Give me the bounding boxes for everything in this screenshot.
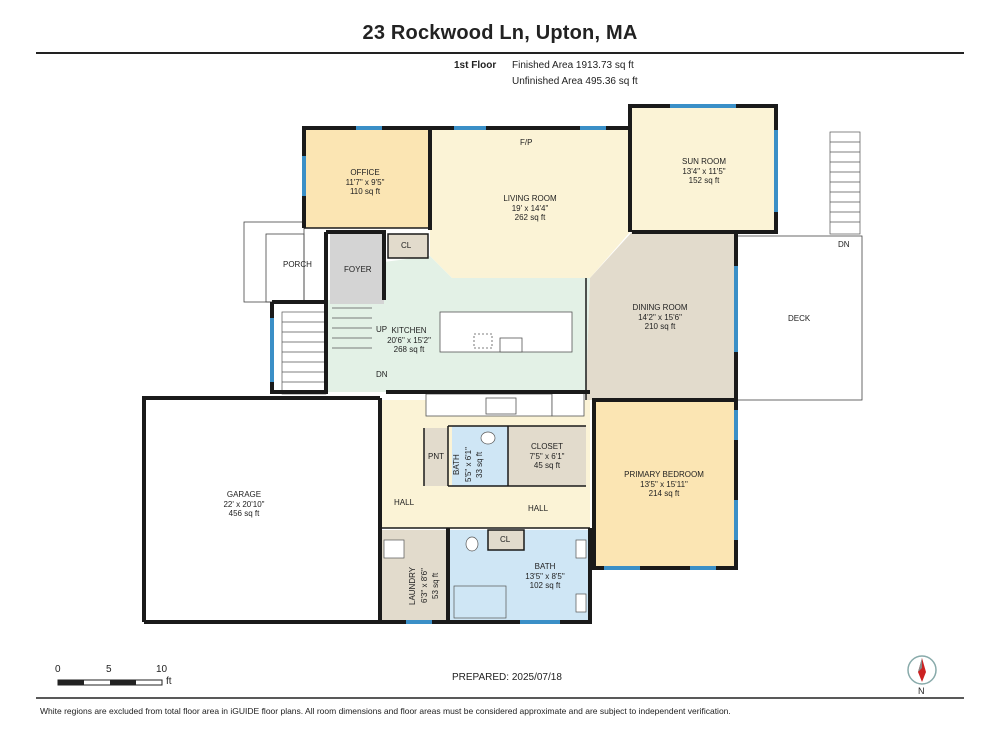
compass-north-label: N bbox=[918, 686, 925, 696]
fireplace-label: F/P bbox=[520, 138, 533, 147]
stairs-down-label: DN bbox=[376, 370, 388, 379]
room-sunroom-dims: 13'4" x 11'5" bbox=[682, 166, 726, 176]
room-laundry-area: 53 sq ft bbox=[431, 572, 440, 600]
room-office-name: OFFICE bbox=[350, 168, 380, 177]
room-office-dims: 11'7" x 9'5" bbox=[345, 177, 385, 187]
bath-small-fill bbox=[452, 426, 508, 486]
room-closet: CLOSET 7'5" x 6'1" 45 sq ft bbox=[522, 442, 572, 471]
room-bath-small-name: BATH bbox=[452, 454, 461, 476]
foyer-label: FOYER bbox=[344, 265, 372, 274]
deck-label: DECK bbox=[788, 314, 811, 323]
stair-fill bbox=[326, 300, 384, 392]
room-dining: DINING ROOM 14'2" x 15'6" 210 sq ft bbox=[620, 303, 700, 332]
office-fill bbox=[304, 128, 430, 228]
kitchen-fixtures bbox=[425, 311, 585, 417]
room-sunroom-name: SUN ROOM bbox=[682, 157, 726, 166]
room-kitchen: KITCHEN 20'6" x 15'2" 268 sq ft bbox=[374, 326, 444, 355]
page-title: 23 Rockwood Ln, Upton, MA bbox=[362, 22, 638, 44]
room-living-name: LIVING ROOM bbox=[503, 194, 557, 203]
scale-unit: ft bbox=[166, 676, 172, 687]
finished-area: Finished Area 1913.73 sq ft bbox=[512, 60, 634, 71]
room-bath-main-dims: 13'5" x 8'5" bbox=[525, 571, 565, 581]
room-garage: GARAGE 22' x 20'10" 456 sq ft bbox=[204, 490, 284, 519]
room-dining-area: 210 sq ft bbox=[644, 322, 676, 331]
room-bath-small: BATH bbox=[452, 444, 462, 486]
room-garage-dims: 22' x 20'10" bbox=[223, 499, 265, 509]
porch-label: PORCH bbox=[283, 260, 312, 269]
closet-bath-label: CL bbox=[500, 535, 511, 544]
bath-fixtures bbox=[383, 431, 587, 619]
dining-fill bbox=[586, 232, 736, 400]
room-dining-name: DINING ROOM bbox=[632, 303, 688, 312]
stairs-up-label: UP bbox=[376, 325, 388, 334]
living-fill bbox=[430, 128, 630, 278]
header-rule bbox=[36, 52, 964, 54]
room-bedroom-name: PRIMARY BEDROOM bbox=[624, 470, 704, 479]
closet-bath-fill bbox=[488, 530, 524, 550]
room-bedroom-area: 214 sq ft bbox=[648, 489, 680, 498]
room-living: LIVING ROOM 19' x 14'4" 262 sq ft bbox=[490, 194, 570, 223]
pantry-label: PNT bbox=[428, 452, 444, 461]
room-laundry-name: LAUNDRY bbox=[408, 566, 417, 606]
walls bbox=[142, 104, 778, 624]
closet-fill bbox=[508, 426, 586, 486]
room-closet-dims: 7'5" x 6'1" bbox=[529, 451, 565, 461]
room-bath-main-area: 102 sq ft bbox=[529, 581, 561, 590]
room-kitchen-area: 268 sq ft bbox=[393, 345, 425, 354]
deck-stairs-down-label: DN bbox=[838, 240, 850, 249]
pnt-fill bbox=[424, 428, 448, 486]
room-dining-dims: 14'2" x 15'6" bbox=[638, 312, 682, 322]
scale-tick-10: 10 bbox=[156, 664, 168, 675]
hall-right-label: HALL bbox=[528, 504, 549, 513]
disclaimer: White regions are excluded from total fl… bbox=[40, 706, 731, 716]
closet-foyer-label: CL bbox=[401, 241, 412, 250]
room-sunroom-area: 152 sq ft bbox=[688, 176, 720, 185]
room-laundry-area-wrap: 53 sq ft bbox=[431, 556, 441, 616]
room-kitchen-dims: 20'6" x 15'2" bbox=[387, 335, 431, 345]
scale-tick-0: 0 bbox=[55, 664, 61, 675]
room-living-dims: 19' x 14'4" bbox=[511, 203, 549, 213]
scale-tick-5: 5 bbox=[106, 664, 112, 675]
room-bath-small-dims-wrap: 5'5" x 6'1" bbox=[464, 444, 474, 486]
bedroom-fill bbox=[594, 402, 736, 568]
room-bath-main-name: BATH bbox=[534, 562, 556, 571]
windows bbox=[270, 104, 778, 624]
room-laundry: LAUNDRY bbox=[408, 556, 418, 616]
garage-outline bbox=[144, 398, 380, 622]
room-kitchen-name: KITCHEN bbox=[391, 326, 427, 335]
room-laundry-dims-wrap: 6'3" x 8'6" bbox=[420, 556, 430, 616]
room-bath-small-area-wrap: 33 sq ft bbox=[475, 444, 485, 486]
prepared-date: PREPARED: 2025/07/18 bbox=[452, 672, 562, 683]
room-office-area: 110 sq ft bbox=[349, 187, 381, 196]
interior-walls bbox=[304, 227, 590, 551]
room-bath-small-dims: 5'5" x 6'1" bbox=[464, 447, 473, 483]
sunroom-fill bbox=[630, 106, 776, 230]
scale-bar bbox=[57, 679, 163, 686]
room-bath-main: BATH 13'5" x 8'5" 102 sq ft bbox=[510, 562, 580, 591]
room-garage-name: GARAGE bbox=[226, 490, 262, 499]
room-closet-area: 45 sq ft bbox=[533, 461, 561, 470]
room-garage-area: 456 sq ft bbox=[228, 509, 260, 518]
floor-label: 1st Floor bbox=[454, 60, 497, 71]
hall-left-label: HALL bbox=[394, 498, 415, 507]
compass-rose bbox=[907, 655, 937, 685]
room-primary-bedroom: PRIMARY BEDROOM 13'5" x 15'11" 214 sq ft bbox=[614, 470, 714, 499]
room-bedroom-dims: 13'5" x 15'11" bbox=[640, 479, 688, 489]
room-office: OFFICE 11'7" x 9'5" 110 sq ft bbox=[330, 168, 400, 197]
room-bath-small-area: 33 sq ft bbox=[475, 451, 484, 479]
closet-foyer-fill bbox=[388, 234, 428, 258]
room-living-area: 262 sq ft bbox=[514, 213, 546, 222]
room-sunroom: SUN ROOM 13'4" x 11'5" 152 sq ft bbox=[664, 157, 744, 186]
foyer-fill bbox=[330, 234, 384, 304]
room-laundry-dims: 6'3" x 8'6" bbox=[420, 568, 429, 604]
unfinished-area: Unfinished Area 495.36 sq ft bbox=[512, 76, 638, 87]
deck-stairs bbox=[829, 131, 861, 235]
room-closet-name: CLOSET bbox=[530, 442, 563, 451]
